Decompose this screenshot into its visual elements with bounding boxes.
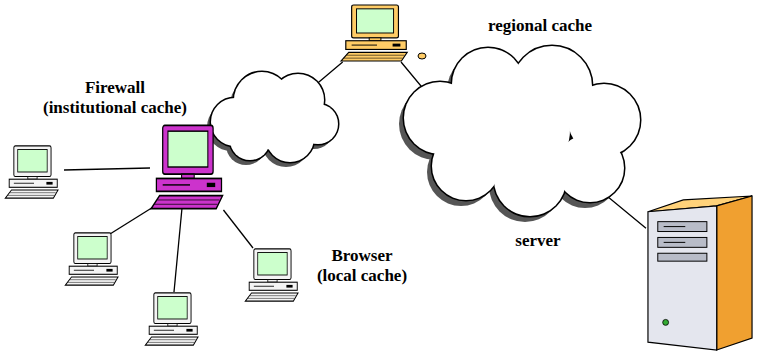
network-link xyxy=(223,210,253,248)
computer-icon xyxy=(148,124,232,210)
server-icon xyxy=(646,194,754,352)
computer-icon xyxy=(338,4,416,62)
computer-icon xyxy=(341,5,407,61)
firewall-computer: Firewall (institutional cache) xyxy=(148,124,232,210)
client-computer xyxy=(5,146,58,198)
computer-icon xyxy=(243,248,305,302)
cloud xyxy=(207,72,338,167)
node-label: regional cache xyxy=(485,16,596,36)
browser-computer: Browser (local cache) xyxy=(243,248,305,302)
server-icon xyxy=(648,196,752,350)
node-label: Firewall (institutional cache) xyxy=(40,78,191,118)
mouse-icon xyxy=(418,53,426,59)
client-computer xyxy=(145,293,198,345)
computer-icon xyxy=(151,125,222,208)
node-label: Browser (local cache) xyxy=(314,246,411,286)
client-computer xyxy=(65,233,118,285)
computer-icon xyxy=(245,249,298,301)
regional-cache-computer: regional cache xyxy=(338,4,416,62)
node-label: server xyxy=(512,231,564,251)
cloud xyxy=(399,46,640,222)
server-tower: server xyxy=(646,194,754,352)
